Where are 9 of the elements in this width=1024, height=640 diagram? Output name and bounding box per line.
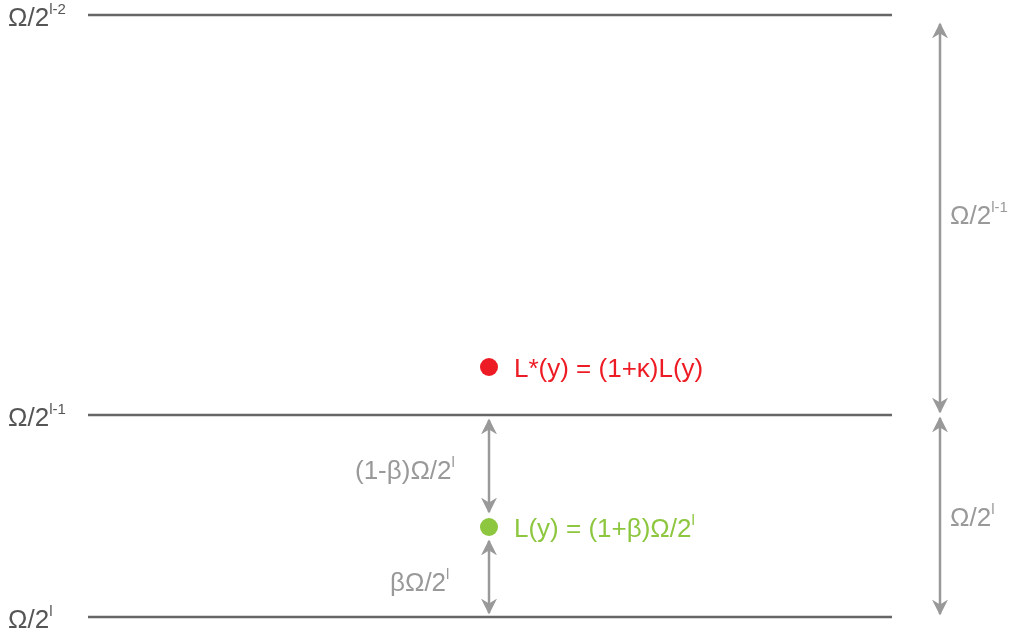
dimension-label: (1-β)Ω/2$^{l}$ (355, 455, 455, 485)
formula-label: L*(y) = (1+κ)L(y) (514, 353, 704, 383)
level-label: Ω/2$^{l-1}$ (8, 402, 66, 432)
level-label: Ω/2$^{l}$ (8, 604, 53, 634)
dimension-label: Ω/2$^{l}$ (950, 502, 995, 532)
level-label: Ω/2$^{l-2}$ (8, 2, 66, 32)
formula-label: L(y) = (1+β)Ω/2$^{l}$ (514, 513, 695, 543)
dimension-label: Ω/2$^{l-1}$ (950, 200, 1008, 230)
dimension-label: βΩ/2$^{l}$ (390, 567, 450, 597)
